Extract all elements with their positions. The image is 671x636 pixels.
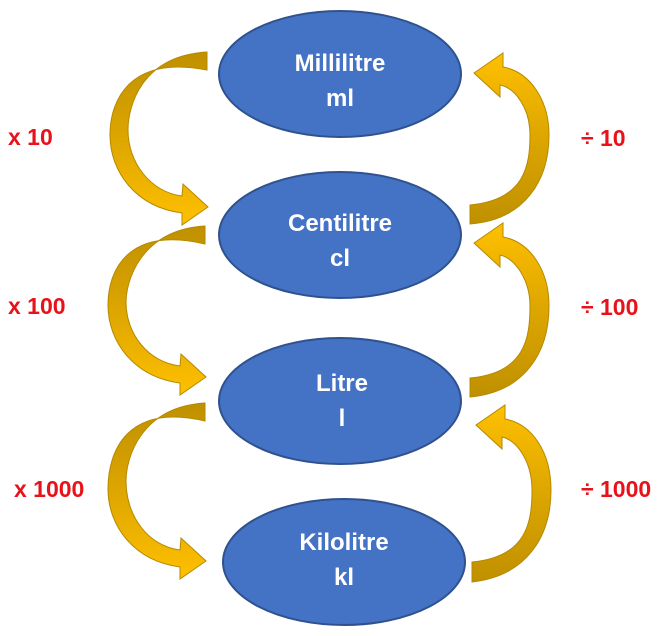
arrow-left-1	[109, 51, 209, 226]
arrow-right-2	[469, 222, 550, 398]
unit-name: Litre	[316, 370, 368, 397]
divide-factor-3: ÷ 1000	[581, 476, 651, 502]
arrow-left-2	[107, 225, 207, 396]
unit-litre: Litre l	[218, 337, 462, 465]
arrow-right-3	[471, 404, 552, 583]
divide-factor-2: ÷ 100	[581, 294, 638, 320]
unit-millilitre: Millilitre ml	[218, 10, 462, 138]
multiply-factor-1: x 10	[8, 124, 53, 150]
unit-name: Centilitre	[288, 210, 392, 237]
unit-kilolitre: Kilolitre kl	[222, 498, 466, 626]
arrow-right-1	[469, 52, 550, 225]
multiply-factor-2: x 100	[8, 293, 66, 319]
unit-name: Millilitre	[295, 50, 386, 77]
unit-symbol: l	[339, 405, 346, 432]
unit-centilitre: Centilitre cl	[218, 171, 462, 299]
unit-name: Kilolitre	[299, 529, 388, 556]
arrow-left-3	[107, 402, 207, 580]
unit-symbol: cl	[330, 245, 350, 272]
divide-factor-1: ÷ 10	[581, 125, 626, 151]
unit-symbol: ml	[326, 85, 354, 112]
multiply-factor-3: x 1000	[14, 476, 84, 502]
unit-symbol: kl	[334, 564, 354, 591]
